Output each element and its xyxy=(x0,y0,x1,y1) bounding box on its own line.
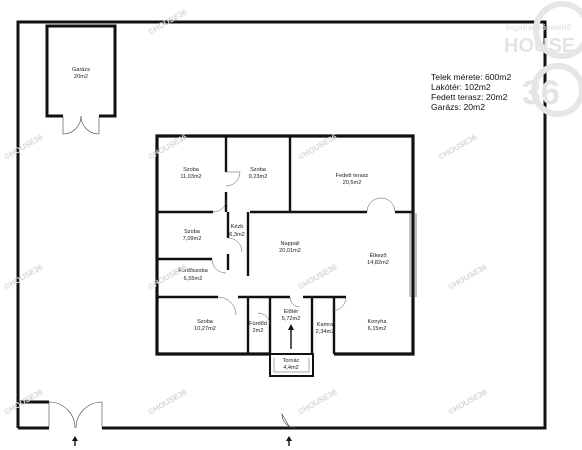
room-name-bedroom-2: Szoba xyxy=(250,167,267,173)
garage-walls xyxy=(45,24,117,118)
room-name-bedroom-3: Szoba xyxy=(184,229,201,235)
porch xyxy=(269,353,314,377)
covered-terrace-text: Fedett terasz: 20m2 xyxy=(431,92,508,102)
room-name-covered-terrace: Fedett terasz xyxy=(336,173,369,179)
room-name-porch: Tornác xyxy=(283,358,300,364)
porch-steps xyxy=(273,358,310,373)
room-labels: Garázs 20m2 Szoba 11,03m2 Szoba 9,23m2 F… xyxy=(72,67,389,371)
garage-door-swing xyxy=(62,115,100,135)
porch-arrow xyxy=(288,324,294,349)
terrace-railing xyxy=(409,213,417,297)
watermark: ©HOUSE36 xyxy=(297,262,339,292)
watermark: ©HOUSE36 xyxy=(3,132,45,162)
room-area-pantry: 2,34m2 xyxy=(316,329,335,335)
house36-logo: Ingatlanközvetítő HOUSE 36 xyxy=(504,1,582,117)
plot-size-text: Telek mérete: 600m2 xyxy=(431,72,512,82)
room-area-bedroom-4: 10,27m2 xyxy=(194,326,216,332)
room-area-dining-room: 14,82m2 xyxy=(367,260,389,266)
room-area-bedroom-2: 9,23m2 xyxy=(249,174,268,180)
entry-arrows xyxy=(72,436,292,446)
door-swings xyxy=(211,171,396,326)
living-area-text: Lakótér: 102m2 xyxy=(431,82,491,92)
room-name-living-room: Nappali xyxy=(281,241,300,247)
watermark: ©HOUSE36 xyxy=(147,387,189,417)
logo-number: 36 xyxy=(522,74,560,112)
logo-tagline: Ingatlanközvetítő xyxy=(506,23,571,32)
watermark: ©HOUSE36 xyxy=(147,262,189,292)
room-name-dining-room: Étkező xyxy=(369,252,386,259)
room-area-small-bath: 2m2 xyxy=(253,328,264,334)
room-name-bathroom: Fürdőszoba xyxy=(178,268,208,274)
room-area-garage: 20m2 xyxy=(74,74,88,80)
house-interior-walls xyxy=(157,136,413,354)
plot-boundary xyxy=(16,20,547,430)
logo-brand: HOUSE xyxy=(504,35,575,57)
house-exterior-walls xyxy=(155,134,415,356)
room-name-garage: Garázs xyxy=(72,67,90,73)
watermark: ©HOUSE36 xyxy=(297,387,339,417)
room-name-hallway: Kézb xyxy=(231,224,244,230)
room-area-kitchen: 6,15m2 xyxy=(368,326,387,332)
room-area-bathroom: 6,55m2 xyxy=(184,276,203,282)
entrance-gate xyxy=(48,401,297,429)
room-area-living-room: 20,01m2 xyxy=(279,248,301,254)
watermark: ©HOUSE36 xyxy=(447,387,489,417)
room-name-small-bath: Fürdőd xyxy=(249,321,267,327)
room-name-kitchen: Konyha xyxy=(368,319,388,325)
room-area-entry-hall: 5,72m2 xyxy=(282,316,301,322)
room-area-hallway: 6,3m2 xyxy=(229,232,245,238)
room-area-bedroom-3: 7,09m2 xyxy=(183,236,202,242)
room-area-bedroom-1: 11,03m2 xyxy=(180,174,201,180)
room-name-bedroom-1: Szoba xyxy=(183,167,200,173)
watermark: ©HOUSE36 xyxy=(437,132,479,162)
watermark: ©HOUSE36 xyxy=(447,262,489,292)
room-area-covered-terrace: 20,5m2 xyxy=(343,180,362,186)
garage-area-text: Garázs: 20m2 xyxy=(431,102,485,112)
room-area-porch: 4,4m2 xyxy=(283,365,299,371)
room-name-entry-hall: Előtér xyxy=(284,309,299,315)
room-name-bedroom-4: Szoba xyxy=(197,319,214,325)
watermark: ©HOUSE36 xyxy=(3,262,45,292)
room-name-pantry: Kamra xyxy=(317,322,334,328)
